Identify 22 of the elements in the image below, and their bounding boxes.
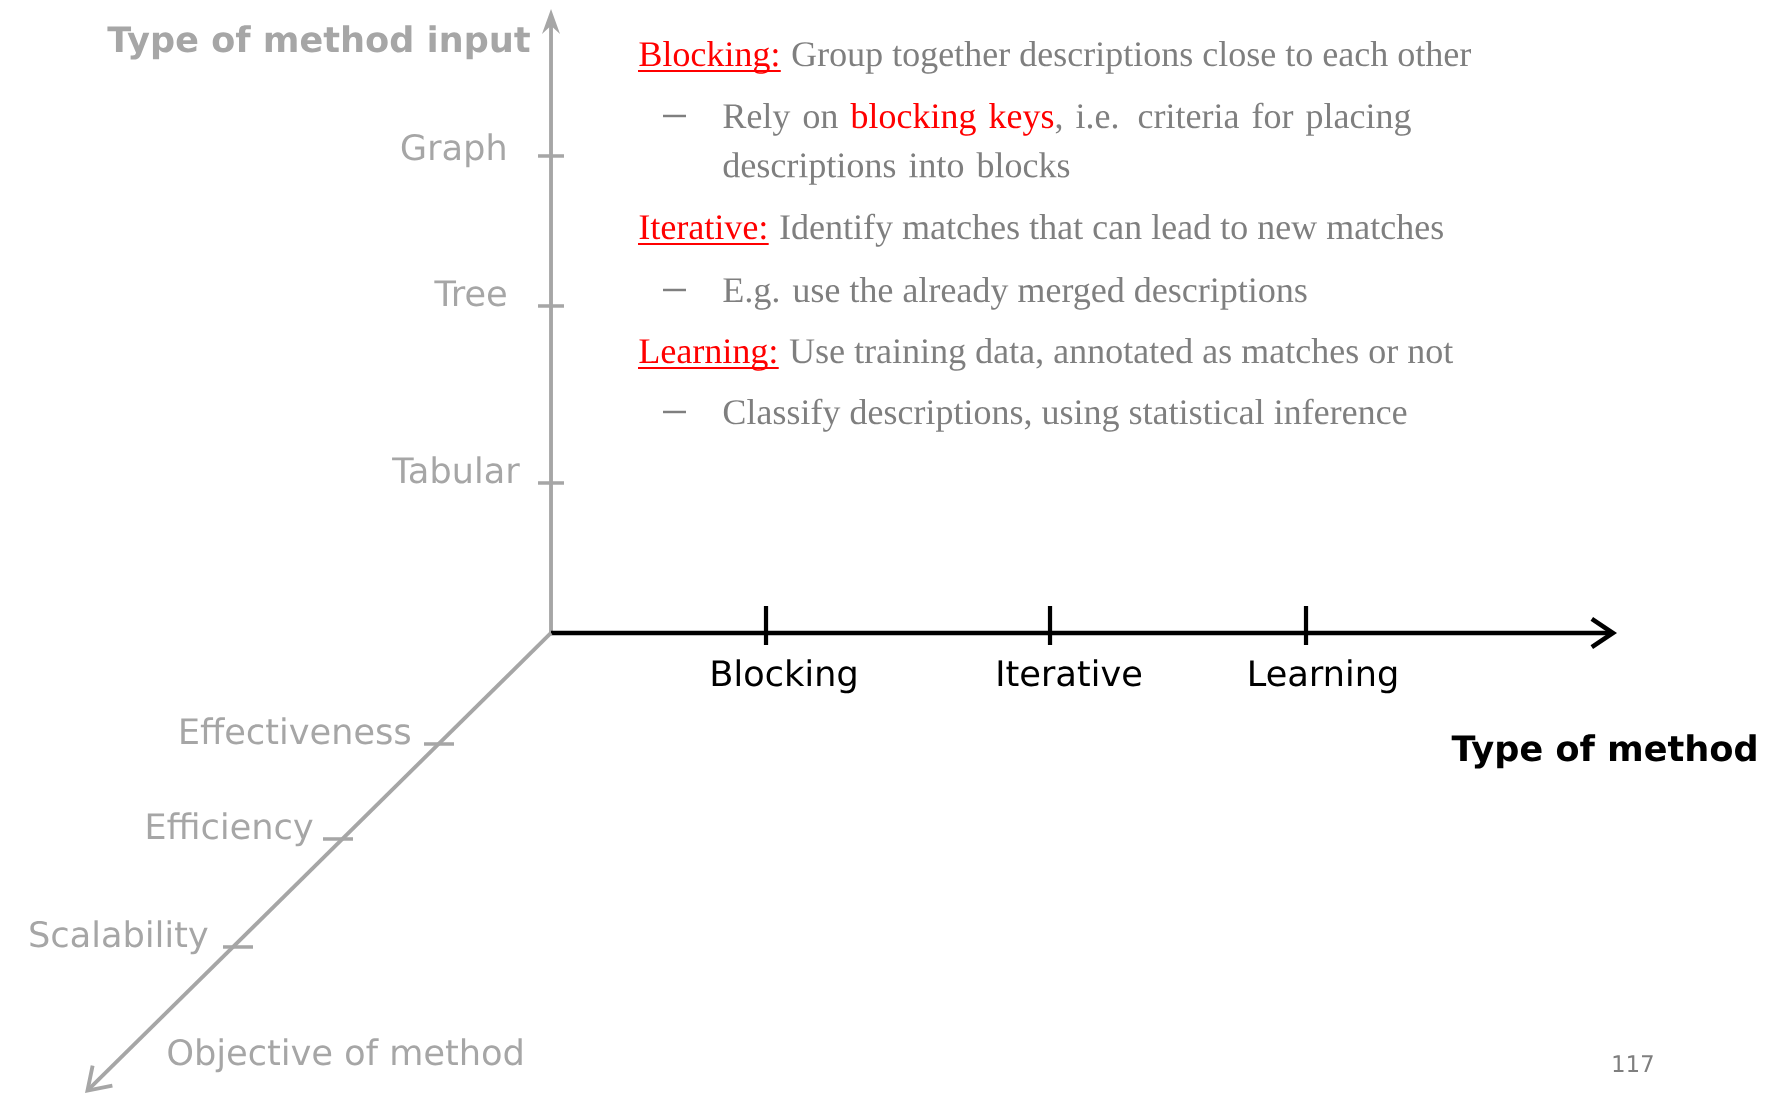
body-text: Rely on blocking keys, i.e. criteria for placing descriptions into blocks xyxy=(723,102,1411,185)
heading-text: Blocking: xyxy=(638,41,781,74)
body-text: Group together descriptions close to each other xyxy=(792,41,1471,74)
body-text: E.g. use the already merged descriptions xyxy=(723,277,1307,310)
axis-title: Type of method xyxy=(1451,734,1756,769)
body-text: Identify matches that can lead to new matches xyxy=(780,213,1443,247)
tick-label: Blocking xyxy=(712,659,856,694)
tick-label: Learning xyxy=(1250,659,1397,694)
axis-label: Graph xyxy=(401,133,505,168)
axis-label: Effectiveness xyxy=(181,717,410,745)
heading-text: Learning: xyxy=(638,339,779,371)
axis-label: Efficiency xyxy=(147,812,313,847)
axis-label: Scalability xyxy=(30,920,208,955)
body-text: Use training data, annotated as matches or not xyxy=(789,338,1454,371)
axis-title: Type of method input xyxy=(107,25,530,60)
tick-label: Iterative xyxy=(998,659,1141,687)
page-number: 117 xyxy=(1613,1055,1653,1072)
body-text: Classify descriptions, using statistical inference xyxy=(723,398,1407,432)
axis-title: Objective of method xyxy=(168,1038,522,1073)
heading-text: Iterative: xyxy=(638,215,769,246)
axis-label: Tree xyxy=(434,280,506,307)
axis-label: Tabular xyxy=(392,456,520,484)
